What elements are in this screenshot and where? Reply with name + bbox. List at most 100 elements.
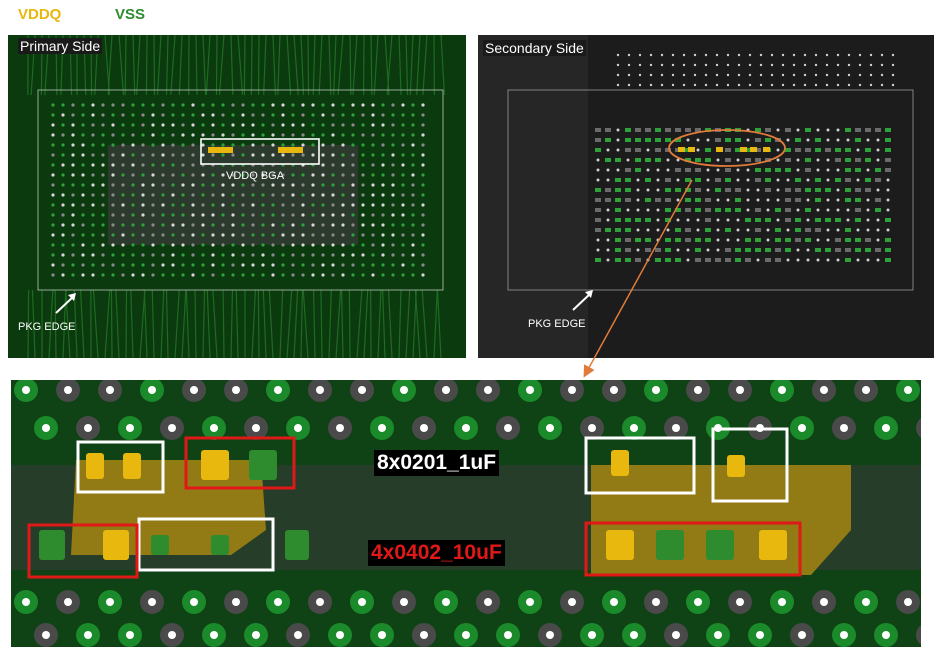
via (866, 168, 870, 172)
capacitor (825, 148, 831, 152)
via (51, 273, 55, 277)
via (171, 213, 175, 217)
vddq-pad (298, 147, 303, 153)
capacitor (725, 208, 731, 212)
via (596, 158, 600, 162)
via (381, 213, 385, 217)
via (131, 133, 135, 137)
via (51, 263, 55, 267)
via (666, 158, 670, 162)
via (81, 163, 85, 167)
via-drill (798, 631, 806, 639)
via (271, 133, 275, 137)
via (770, 53, 774, 57)
trace (92, 289, 99, 358)
via (626, 158, 630, 162)
capacitor (655, 148, 661, 152)
via (301, 153, 305, 157)
via (649, 73, 653, 77)
capacitor (665, 178, 671, 182)
cap-0201-callout (584, 436, 696, 495)
via (291, 203, 295, 207)
via (627, 63, 631, 67)
via (351, 273, 355, 277)
capacitor (825, 218, 831, 222)
capacitor (725, 138, 731, 142)
via (51, 173, 55, 177)
via (61, 243, 65, 247)
via (759, 63, 763, 67)
via-drill (904, 386, 912, 394)
via (627, 83, 631, 87)
zoomed-board (11, 380, 921, 647)
capacitor (735, 148, 741, 152)
vddq-cap (763, 147, 770, 152)
via (291, 213, 295, 217)
via (171, 163, 175, 167)
via-drill (84, 631, 92, 639)
via (816, 258, 820, 262)
via (271, 123, 275, 127)
via (81, 263, 85, 267)
via (231, 203, 235, 207)
capacitor (665, 148, 671, 152)
via (161, 223, 165, 227)
via (231, 183, 235, 187)
via (391, 193, 395, 197)
capacitor (755, 228, 761, 232)
via (869, 73, 873, 77)
via (101, 253, 105, 257)
via (131, 273, 135, 277)
via-drill (22, 386, 30, 394)
via (361, 203, 365, 207)
via-drill (526, 598, 534, 606)
via (796, 258, 800, 262)
via (411, 243, 415, 247)
via (171, 113, 175, 117)
via (351, 203, 355, 207)
via (331, 113, 335, 117)
via (825, 53, 829, 57)
via-drill (274, 386, 282, 394)
via (401, 203, 405, 207)
via (638, 63, 642, 67)
via-drill (652, 598, 660, 606)
capacitor (795, 228, 801, 232)
capacitor (605, 228, 611, 232)
via-drill (568, 386, 576, 394)
trace (31, 289, 36, 358)
capacitor (755, 208, 761, 212)
vddq-cap (688, 147, 695, 152)
vddq-cap-ellipse (668, 129, 786, 167)
via (676, 248, 680, 252)
via-drill (400, 386, 408, 394)
via (271, 183, 275, 187)
via (421, 193, 425, 197)
via (746, 228, 750, 232)
via (171, 263, 175, 267)
vddq-pad (293, 147, 298, 153)
via (391, 103, 395, 107)
vss-pad (285, 530, 309, 560)
via (161, 183, 165, 187)
trace (143, 289, 148, 358)
capacitor (845, 178, 851, 182)
via (171, 133, 175, 137)
via (858, 63, 862, 67)
via (201, 153, 205, 157)
via-drill (672, 424, 680, 432)
capacitor (675, 168, 681, 172)
via (627, 53, 631, 57)
primary-side-panel: Primary Side VDDQ BGA PKG EDGE (8, 35, 466, 358)
capacitor (595, 128, 601, 132)
via (121, 203, 125, 207)
via (151, 173, 155, 177)
via (836, 128, 840, 132)
trace (185, 289, 190, 358)
via (141, 103, 145, 107)
via (391, 233, 395, 237)
via (271, 233, 275, 237)
via-drill (378, 631, 386, 639)
capacitor (885, 158, 891, 162)
via (301, 173, 305, 177)
